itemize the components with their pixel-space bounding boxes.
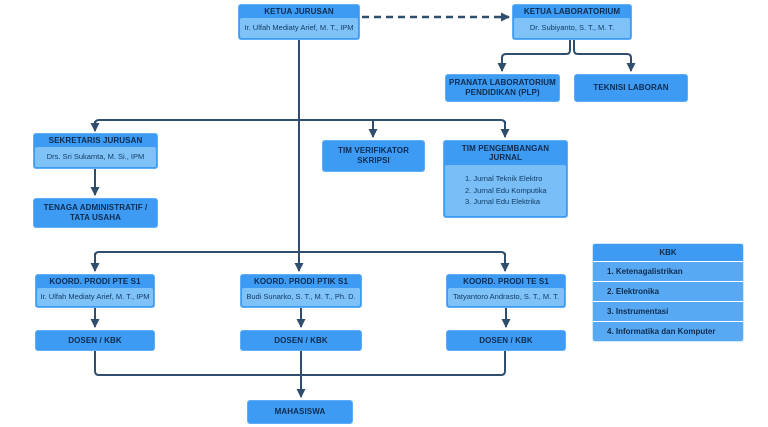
kbk-item: 3. Instrumentasi <box>593 302 743 321</box>
jurnal-item: 3. Jurnal Edu Elektrika <box>465 197 541 207</box>
teknisi-laboran-title: TEKNISI LABORAN <box>593 83 669 93</box>
tim-jurnal-list: 1. Jurnal Teknik Elektro 2. Jurnal Edu K… <box>445 165 566 216</box>
kbk-item: 1. Ketenagalistrikan <box>593 262 743 281</box>
kbk-item: 2. Elektronika <box>593 282 743 301</box>
tim-verifikator-box: TIM VERIFIKATOR SKRIPSI <box>322 140 425 172</box>
ketua-jurusan-box: KETUA JURUSAN Ir. Ulfah Mediaty Arief, M… <box>238 4 360 40</box>
dosen-kbk-label: DOSEN / KBK <box>68 335 122 345</box>
ketua-laboratorium-title: KETUA LABORATORIUM <box>523 7 621 16</box>
sekretaris-jurusan-title: SEKRETARIS JURUSAN <box>48 136 143 145</box>
tenaga-administratif-title: TENAGA ADMINISTRATIF / TATA USAHA <box>43 203 148 222</box>
koord-prodi-ptik-name: Budi Sunarko, S. T., M. T., Ph. D. <box>242 288 360 306</box>
sekretaris-jurusan-box: SEKRETARIS JURUSAN Drs. Sri Sukamta, M. … <box>33 133 158 169</box>
koord-prodi-te-title: KOORD. PRODI TE S1 <box>463 277 549 286</box>
pranata-plp-box: PRANATA LABORATORIUM PENDIDIKAN (PLP) <box>445 74 560 102</box>
dosen-kbk-label: DOSEN / KBK <box>274 335 328 345</box>
mahasiswa-title: MAHASISWA <box>274 407 326 417</box>
dosen-kbk-middle-box: DOSEN / KBK <box>240 330 362 351</box>
ketua-jurusan-name: Ir. Ulfah Mediaty Arief, M. T., IPM <box>240 18 358 38</box>
teknisi-laboran-box: TEKNISI LABORAN <box>574 74 688 102</box>
koord-prodi-te-name: Tatyantoro Andrasto, S. T., M. T. <box>448 288 564 306</box>
koord-prodi-pte-title: KOORD. PRODI PTE S1 <box>49 277 141 286</box>
koord-prodi-pte-box: KOORD. PRODI PTE S1 Ir. Ulfah Mediaty Ar… <box>35 274 155 308</box>
dosen-kbk-left-box: DOSEN / KBK <box>35 330 155 351</box>
tim-verifikator-title: TIM VERIFIKATOR SKRIPSI <box>338 146 409 165</box>
kbk-legend: KBK 1. Ketenagalistrikan 2. Elektronika … <box>592 243 744 342</box>
koord-prodi-ptik-title: KOORD. PRODI PTIK S1 <box>253 277 348 286</box>
kbk-item: 4. Informatika dan Komputer <box>593 322 743 341</box>
koord-prodi-pte-name: Ir. Ulfah Mediaty Arief, M. T., IPM <box>37 288 153 306</box>
sekretaris-jurusan-name: Drs. Sri Sukamta, M. Si., IPM <box>35 147 156 167</box>
ketua-laboratorium-name: Dr. Subiyanto, S. T., M. T. <box>514 18 630 38</box>
kbk-legend-title: KBK <box>593 244 743 261</box>
tim-jurnal-title: TIM PENGEMBANGAN JURNAL <box>461 143 550 162</box>
koord-prodi-te-box: KOORD. PRODI TE S1 Tatyantoro Andrasto, … <box>446 274 566 308</box>
dosen-kbk-label: DOSEN / KBK <box>479 335 533 345</box>
dosen-kbk-right-box: DOSEN / KBK <box>446 330 566 351</box>
jurnal-item: 1. Jurnal Teknik Elektro <box>465 174 543 184</box>
tenaga-administratif-box: TENAGA ADMINISTRATIF / TATA USAHA <box>33 198 158 228</box>
koord-prodi-ptik-box: KOORD. PRODI PTIK S1 Budi Sunarko, S. T.… <box>240 274 362 308</box>
mahasiswa-box: MAHASISWA <box>247 400 353 424</box>
pranata-plp-title: PRANATA LABORATORIUM PENDIDIKAN (PLP) <box>449 78 556 97</box>
jurnal-item: 2. Jurnal Edu Komputika <box>465 185 547 195</box>
tim-jurnal-box: TIM PENGEMBANGAN JURNAL 1. Jurnal Teknik… <box>443 140 568 218</box>
ketua-jurusan-title: KETUA JURUSAN <box>264 7 334 16</box>
ketua-laboratorium-box: KETUA LABORATORIUM Dr. Subiyanto, S. T.,… <box>512 4 632 40</box>
